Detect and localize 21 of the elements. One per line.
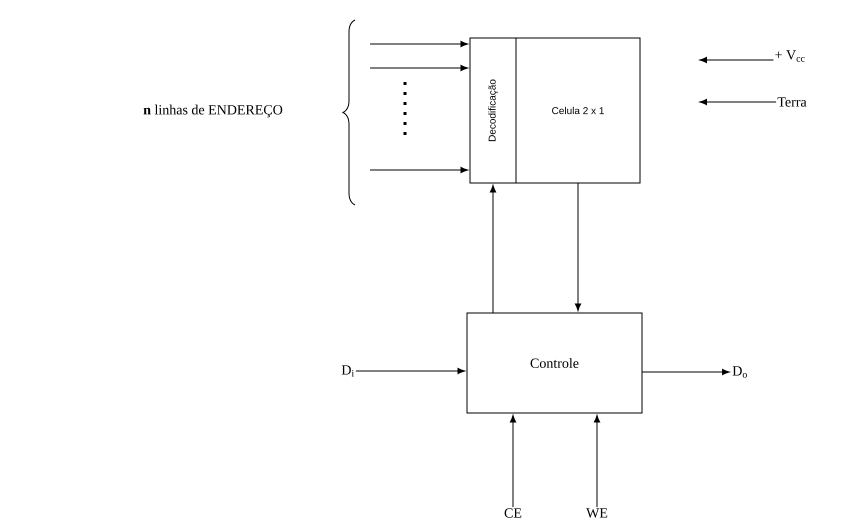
arrow <box>594 415 600 508</box>
signal-label: + V$_{cc}$ <box>775 50 805 62</box>
arrow <box>574 183 582 312</box>
decoder-box: Decodificação <box>470 38 516 184</box>
signal-label: Terra <box>778 97 806 107</box>
arrow <box>700 56 774 64</box>
signal-label: CE <box>504 508 522 518</box>
arrow <box>700 98 777 106</box>
arrow <box>510 415 516 508</box>
address-label: n linhas de ENDEREÇO <box>144 104 282 118</box>
control-box: Controle <box>466 312 642 414</box>
arrow <box>370 40 468 48</box>
arrow <box>490 185 496 313</box>
arrow <box>355 368 466 374</box>
signal-label: D$_{o}$ <box>732 366 747 378</box>
signal-label: WE <box>586 508 608 518</box>
arrow <box>370 64 468 72</box>
arrow <box>642 368 730 376</box>
arrow <box>370 166 468 174</box>
signal-label: D$_{i}$ <box>342 365 354 377</box>
cell-box: Celula 2 x 1 <box>516 38 640 184</box>
